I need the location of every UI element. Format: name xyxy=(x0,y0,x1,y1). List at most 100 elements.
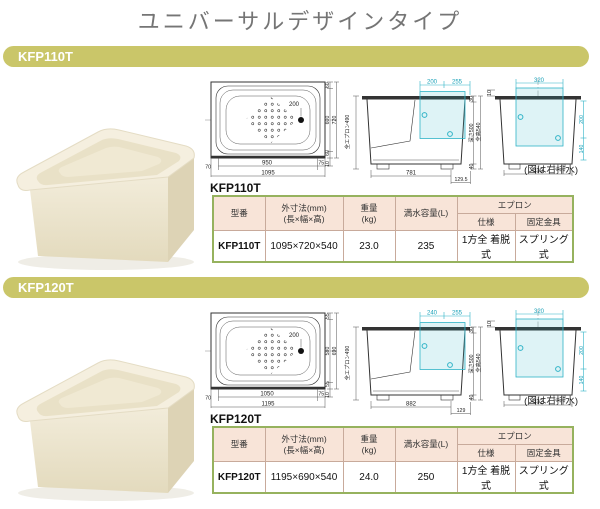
drain-note: (図は右排水) xyxy=(524,165,578,176)
plan-left-dim: 70 xyxy=(205,165,211,171)
cell-model: KFP120T xyxy=(212,461,266,494)
tub-side-face xyxy=(168,389,194,493)
col-header-capacity: 満水容量(L) xyxy=(394,195,458,231)
col-header-weight-line2: (kg) xyxy=(361,444,377,455)
tub-rim-edge xyxy=(495,327,581,331)
col-header-model: 型番 xyxy=(212,426,266,462)
end-base-dim: 430 xyxy=(533,169,544,175)
side-top-dim-1: 200 xyxy=(427,80,438,86)
plan-bottom-height-dim: 60 xyxy=(325,150,331,156)
col-header-weight: 重量 (kg) xyxy=(342,426,396,462)
side-top-dim-1: 240 xyxy=(427,311,438,317)
col-header-bracket: 固定金具 xyxy=(514,444,574,462)
anti-slip-dots xyxy=(245,97,297,143)
cell-bracket: スプリング式 xyxy=(514,230,574,263)
tub-rim-edge xyxy=(495,96,581,100)
product-photo xyxy=(6,313,202,503)
spec-row: KFP120T 1195×690×540 24.0 250 1方全 着脱式 スプ… xyxy=(212,461,574,494)
cell-dims: 1195×690×540 xyxy=(264,461,344,494)
plan-top-height-dim: 60 xyxy=(325,82,331,88)
col-header-dims: 外寸法(mm) (長×幅×高) xyxy=(264,426,344,462)
col-header-model: 型番 xyxy=(212,195,266,231)
anti-slip-dots xyxy=(245,328,297,374)
col-header-bracket: 固定金具 xyxy=(514,213,574,231)
plan-drain-dim: 200 xyxy=(289,333,300,339)
product-banner: KFP110T xyxy=(3,46,589,67)
col-header-capacity: 満水容量(L) xyxy=(394,426,458,462)
plan-rim-dim: 10 xyxy=(325,161,331,167)
tub-apron-face xyxy=(30,177,168,262)
plan-inner-width-dim: 950 xyxy=(262,161,273,167)
bathtub-photo-illustration xyxy=(16,128,195,270)
col-header-weight-line1: 重量 xyxy=(360,203,378,214)
side-total-height-dim: 全高540 xyxy=(474,122,482,141)
fixing-point-icon xyxy=(517,345,524,351)
fixing-point-icon xyxy=(421,112,428,118)
cell-dims: 1095×720×540 xyxy=(264,230,344,263)
product-photo xyxy=(6,82,202,272)
plan-view-drawing: 200 70 950 75 1095 60 xyxy=(205,81,339,177)
col-header-weight-line2: (kg) xyxy=(361,213,377,224)
plan-right-width-dim: 75 xyxy=(318,392,324,398)
technical-drawings: 200 70 1050 75 1195 55 xyxy=(205,307,600,417)
fixing-point-icon xyxy=(421,343,428,349)
spec-row: KFP110T 1095×720×540 23.0 235 1方全 着脱式 スプ… xyxy=(212,230,574,263)
cell-spec: 1方全 着脱式 xyxy=(456,230,516,263)
side-rim-dim: 30 xyxy=(469,327,475,333)
drain-icon xyxy=(298,117,304,123)
plan-total-width-dim: 1095 xyxy=(261,171,275,177)
cell-capacity: 235 xyxy=(394,230,458,263)
product-section-2: KFP120T xyxy=(0,277,600,509)
plan-inner-height-dim: 600 xyxy=(325,116,331,125)
end-right-upper-dim: 200 xyxy=(579,346,585,355)
technical-drawings: 200 70 950 75 1095 60 xyxy=(205,76,600,186)
end-right-lower-dim: 140 xyxy=(579,376,585,385)
end-overhang-dim: 10 xyxy=(487,321,493,327)
fixing-point-icon xyxy=(517,114,524,120)
drain-note: (図は右排水) xyxy=(524,396,578,407)
side-view-drawing: 全エプロン490 200 255 xyxy=(343,80,483,184)
grab-zone-highlight xyxy=(419,322,466,370)
side-base-dim: 882 xyxy=(406,402,417,408)
plan-top-height-dim: 55 xyxy=(325,313,331,319)
col-header-spec: 仕様 xyxy=(456,213,516,231)
cell-weight: 23.0 xyxy=(342,230,396,263)
col-header-dims: 外寸法(mm) (長×幅×高) xyxy=(264,195,344,231)
grab-zone-highlight xyxy=(515,318,564,378)
plan-inner-height-dim: 580 xyxy=(325,347,331,356)
end-top-dim: 320 xyxy=(534,78,545,84)
side-depth-dim: 深さ500 xyxy=(467,354,475,373)
col-header-weight: 重量 (kg) xyxy=(342,195,396,231)
cell-spec: 1方全 着脱式 xyxy=(456,461,516,494)
col-header-dims-line2: (長×幅×高) xyxy=(283,444,325,455)
side-offset-dim: 129.5 xyxy=(455,177,468,183)
end-right-upper-dim: 200 xyxy=(579,115,585,124)
end-view-drawing: 10 320 200 140 xyxy=(487,78,587,176)
drain-icon xyxy=(298,348,304,354)
side-top-dim-2: 255 xyxy=(452,80,463,86)
fixing-point-icon xyxy=(447,362,453,368)
spec-table: 型番 外寸法(mm) (長×幅×高) 重量 (kg) 満水容量(L) エプロン … xyxy=(212,195,575,263)
side-view-drawing: 全エプロン490 240 255 xyxy=(343,311,483,415)
tub-rim-edge xyxy=(362,96,470,100)
grab-zone-highlight xyxy=(419,91,466,139)
side-total-height-dim: 全高540 xyxy=(474,353,482,372)
plan-total-height-dim: 720 xyxy=(332,116,338,125)
plan-right-width-dim: 75 xyxy=(318,161,324,167)
tub-basin-floor xyxy=(58,146,162,177)
tub-side-face xyxy=(168,158,194,262)
col-header-dims-line2: (長×幅×高) xyxy=(283,213,325,224)
col-header-weight-line1: 重量 xyxy=(360,434,378,445)
drawing-model-label: KFP110T xyxy=(210,181,261,195)
col-header-apron: エプロン xyxy=(456,426,574,445)
product-banner-label: KFP110T xyxy=(18,49,73,64)
col-header-spec: 仕様 xyxy=(456,444,516,462)
plan-drain-dim: 200 xyxy=(289,102,300,108)
side-foot-dim: 40 xyxy=(469,395,475,401)
cell-capacity: 250 xyxy=(394,461,458,494)
fixing-point-icon xyxy=(555,135,561,141)
page-title: ユニバーサルデザインタイプ xyxy=(137,9,463,34)
bathtub-photo-illustration xyxy=(16,359,195,501)
drawing-model-label: KFP120T xyxy=(210,412,262,426)
tub-apron-face xyxy=(30,408,168,493)
